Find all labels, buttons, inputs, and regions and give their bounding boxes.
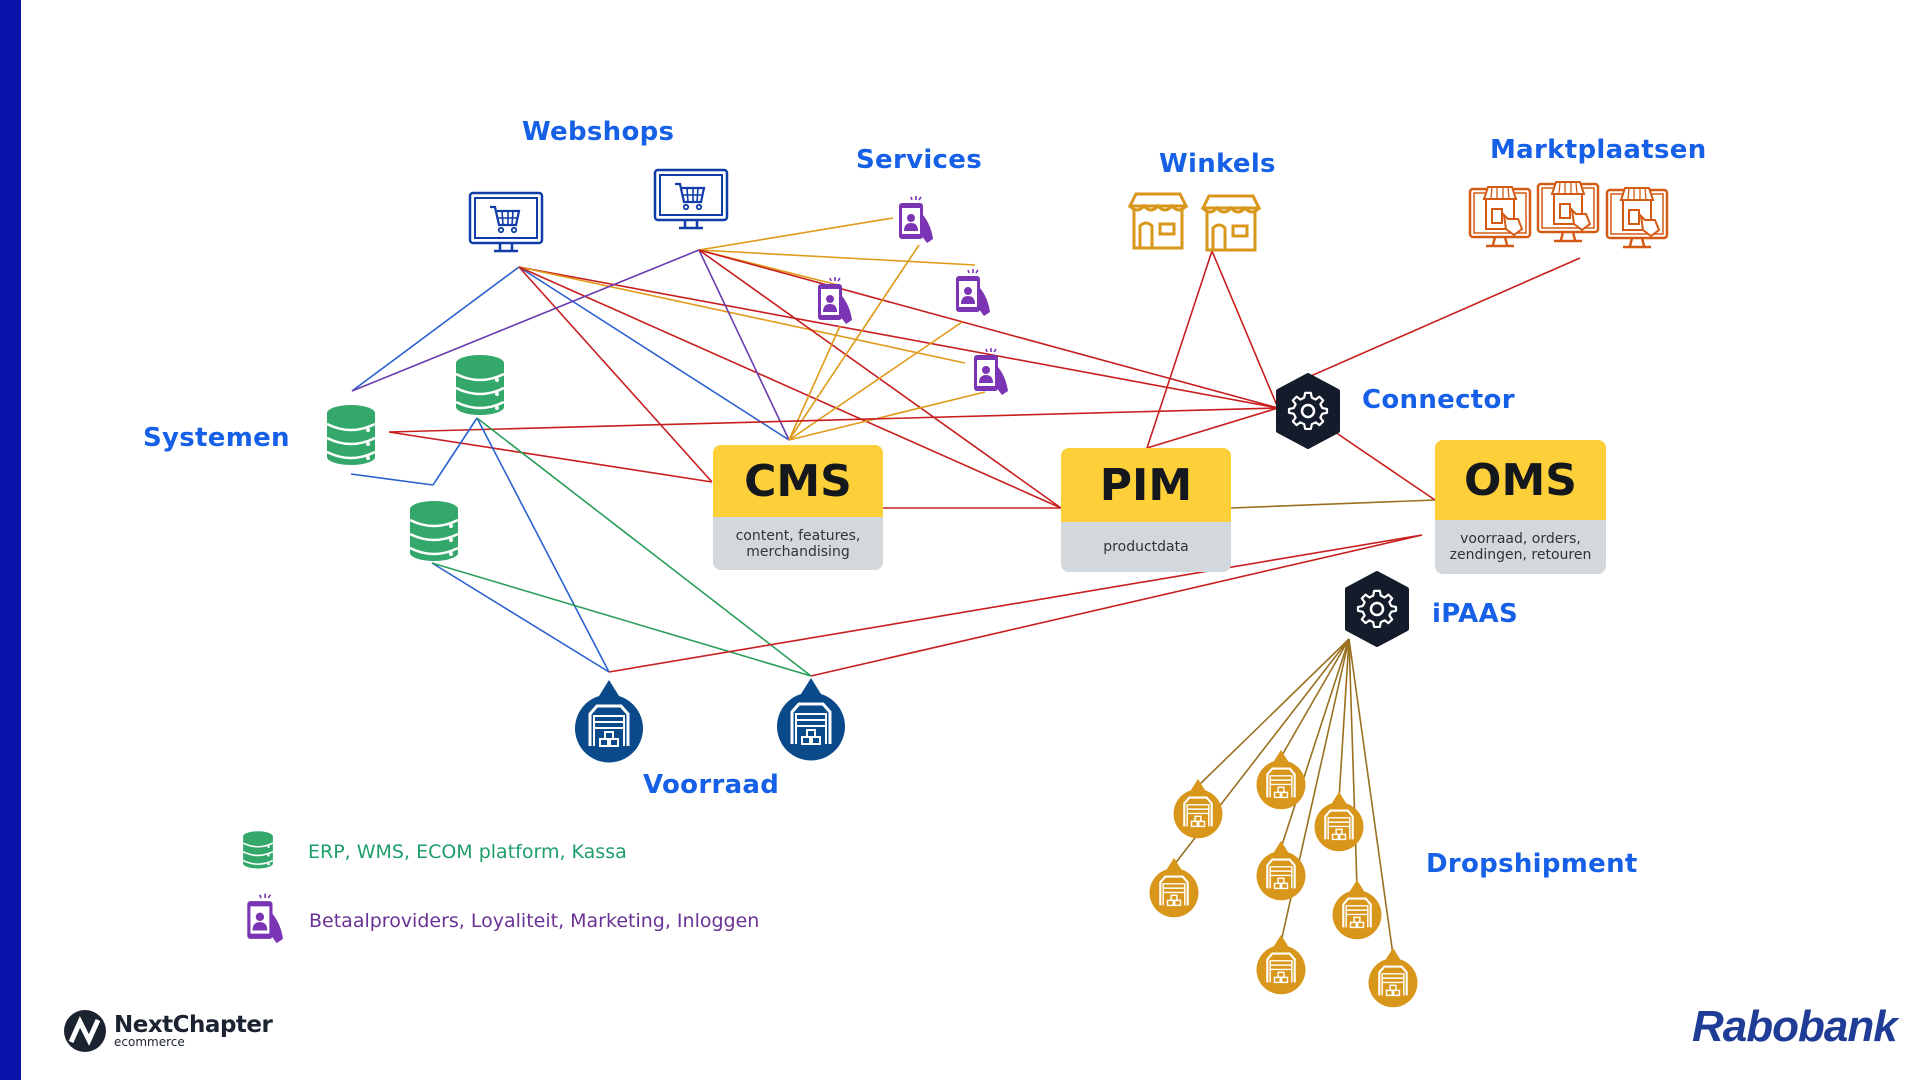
connection-line-ws2-con xyxy=(698,249,1279,409)
connection-line-win-pimT xyxy=(1146,250,1213,449)
connection-line-sv1b-cms xyxy=(788,244,920,441)
service-mobile-icon xyxy=(973,347,1009,396)
connection-line-ws1-db1top xyxy=(351,266,520,392)
connection-line-db3b-v2 xyxy=(431,562,812,677)
marketplace-icon xyxy=(1468,185,1532,248)
pim-title: PIM xyxy=(1061,448,1231,522)
label-webshops: Webshops xyxy=(522,117,675,147)
dropship-connection-line xyxy=(1348,638,1358,888)
connection-line-ws2-db1top xyxy=(351,249,700,392)
connection-line-db1r-cmsL xyxy=(388,431,713,483)
connection-line-ws1-pimL xyxy=(518,266,1062,509)
dropship-connection-line xyxy=(1338,638,1350,800)
connection-line-ws1-cms xyxy=(518,266,790,441)
service-mobile-icon xyxy=(955,268,991,317)
marketplace-icon xyxy=(1536,180,1600,243)
dropship-warehouse-icon xyxy=(1313,790,1365,853)
ipaas-gear-icon[interactable] xyxy=(1345,571,1409,647)
dropship-connection-line xyxy=(1348,638,1394,956)
service-mobile-icon xyxy=(817,276,853,325)
store-icon xyxy=(1201,194,1261,252)
database-icon xyxy=(454,353,506,417)
marketplace-icon xyxy=(1605,186,1669,249)
label-services: Services xyxy=(856,145,982,175)
nextchapter-logo: NextChapter ecommerce xyxy=(62,1008,273,1054)
database-icon xyxy=(325,403,377,467)
label-connector: Connector xyxy=(1362,385,1515,415)
connection-line-pimT-con xyxy=(1146,407,1279,449)
connection-line-ws1-con xyxy=(518,266,1279,409)
label-marktplaatsen: Marktplaatsen xyxy=(1490,135,1707,165)
dropship-connection-line xyxy=(1280,638,1350,758)
database-icon xyxy=(408,499,460,563)
connection-line-sv4b-cms xyxy=(788,391,986,441)
connection-line-ws1-sv4 xyxy=(518,266,966,364)
cms-subtitle: content, features, merchandising xyxy=(735,527,861,560)
dropship-warehouse-icon xyxy=(1172,777,1224,840)
dropship-connection-line xyxy=(1197,638,1350,787)
rabobank-logo: Rabobank xyxy=(1692,1002,1898,1051)
connection-line-win-con xyxy=(1211,250,1279,409)
oms-title: OMS xyxy=(1435,440,1606,520)
store-icon xyxy=(1128,192,1188,250)
connection-line-ws2-pimL xyxy=(698,249,1062,509)
connection-line-ws2-sv3 xyxy=(698,249,976,266)
webshop-monitor-icon xyxy=(468,191,544,253)
connection-lines xyxy=(350,217,1581,956)
service-mobile-icon xyxy=(898,195,934,244)
label-dropshipment: Dropshipment xyxy=(1426,849,1638,879)
connection-line-ws2-sv1 xyxy=(698,217,894,251)
nextchapter-logo-icon xyxy=(64,1010,106,1052)
connection-line-conB-omsL xyxy=(1331,429,1436,501)
connection-line-db2b-db2m xyxy=(432,417,478,486)
dropship-warehouse-icon xyxy=(1367,946,1419,1009)
label-voorraad: Voorraad xyxy=(643,770,780,800)
legend-database-icon xyxy=(242,830,274,870)
connection-line-db2b-v1 xyxy=(476,417,610,673)
pim-box[interactable]: PIM productdata xyxy=(1061,448,1231,572)
connection-line-db1b-db2m xyxy=(350,473,434,486)
nextchapter-sub: ecommerce xyxy=(114,1035,185,1049)
pim-subtitle: productdata xyxy=(1103,539,1189,555)
dropship-warehouse-icon xyxy=(1255,933,1307,996)
connection-line-mkt-conT xyxy=(1287,257,1581,387)
dropship-warehouse-icon xyxy=(1255,839,1307,902)
warehouse-icon xyxy=(573,678,645,764)
connector-gear-icon[interactable] xyxy=(1276,373,1340,449)
dropship-warehouse-icon xyxy=(1255,748,1307,811)
dropship-warehouse-icon xyxy=(1331,878,1383,941)
warehouse-icon xyxy=(775,676,847,762)
connection-line-db3b-v1 xyxy=(431,562,610,673)
connection-line-omsL2-v2 xyxy=(810,534,1423,677)
accent-bar xyxy=(0,0,21,1080)
connection-line-ws1-cmsL xyxy=(518,266,713,483)
cms-box[interactable]: CMS content, features, merchandising xyxy=(713,445,883,570)
connection-line-db1r-con xyxy=(388,407,1279,433)
label-systemen: Systemen xyxy=(143,423,290,453)
connection-line-db2b-v2 xyxy=(476,417,812,677)
dropship-connection-line xyxy=(1280,638,1350,849)
connection-line-omsL2-v1 xyxy=(608,534,1423,673)
legend-services-label: Betaalproviders, Loyaliteit, Marketing, … xyxy=(309,910,760,932)
nextchapter-name: NextChapter xyxy=(114,1012,273,1038)
oms-box[interactable]: OMS voorraad, orders, zendingen, retoure… xyxy=(1435,440,1606,574)
connection-line-pimR-omsL xyxy=(1230,499,1436,509)
label-winkels: Winkels xyxy=(1159,149,1276,179)
legend-mobile-user-icon xyxy=(246,892,284,944)
dropship-warehouse-icon xyxy=(1148,856,1200,919)
legend-systems-label: ERP, WMS, ECOM platform, Kassa xyxy=(308,841,627,863)
oms-subtitle: voorraad, orders, zendingen, retouren xyxy=(1449,531,1592,563)
label-ipaas: iPAAS xyxy=(1432,599,1519,629)
connection-line-ws2-cms xyxy=(698,249,790,441)
webshop-monitor-icon xyxy=(653,168,729,230)
cms-title: CMS xyxy=(713,445,883,517)
